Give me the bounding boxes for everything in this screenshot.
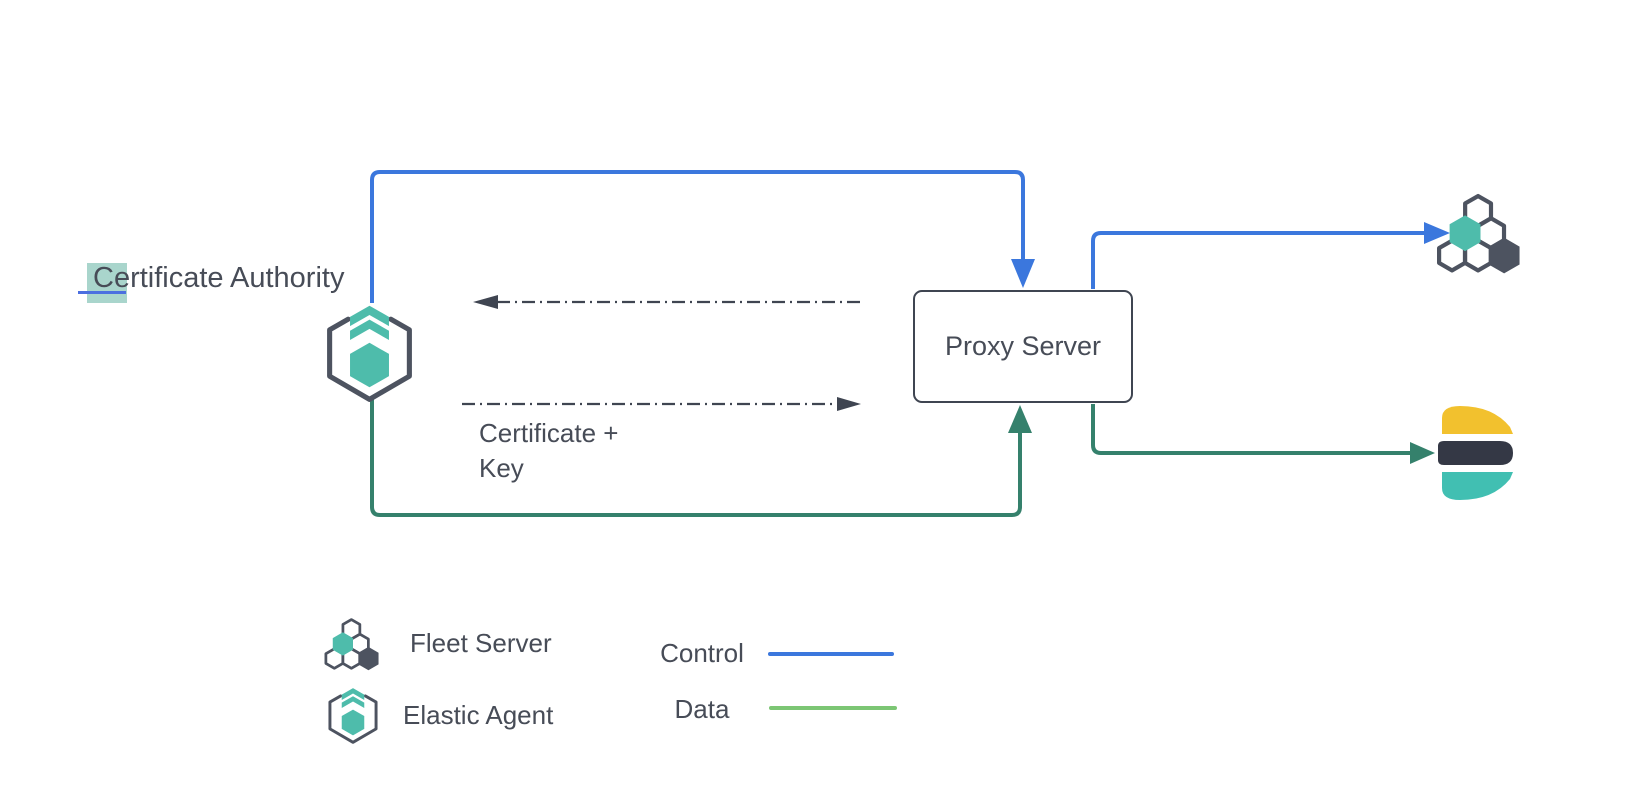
arrowhead-down-icon	[1011, 259, 1035, 288]
arrowhead-left-icon	[473, 295, 498, 309]
control-connector-proxy-to-fleet	[1091, 222, 1450, 289]
text-selection-highlight	[87, 263, 127, 303]
certificate-authority-label[interactable]: Certificate Authority	[93, 262, 345, 294]
legend-data-line-swatch	[769, 706, 897, 710]
certificate-key-line2: Key	[479, 453, 524, 483]
arrowhead-right-icon	[1424, 222, 1450, 244]
proxy-server-box[interactable]: Proxy Server	[913, 290, 1133, 403]
elasticsearch-logo-icon[interactable]	[1432, 402, 1532, 504]
arrowhead-up-icon	[1008, 405, 1032, 433]
data-connector-proxy-to-elasticsearch	[1091, 404, 1435, 464]
arrowhead-right-icon	[837, 397, 861, 411]
control-connector-agent-to-proxy	[370, 170, 1035, 303]
elastic-agent-icon[interactable]	[323, 302, 416, 404]
proxy-server-label: Proxy Server	[944, 331, 1102, 361]
legend-control-label: Control	[660, 638, 744, 668]
dashed-connector-proxy-to-agent	[473, 295, 863, 309]
legend-control-line-swatch	[768, 652, 894, 656]
certificate-key-line1: Certificate +	[479, 418, 619, 448]
legend-elastic-agent-icon	[326, 686, 380, 745]
data-connector-agent-to-proxy	[370, 399, 1032, 517]
legend-fleet-server-label: Fleet Server	[410, 628, 552, 658]
legend-fleet-server-icon	[324, 611, 380, 672]
legend-data-label: Data	[674, 694, 730, 724]
certificate-key-label: Certificate + Key	[479, 416, 618, 486]
dashed-connector-agent-to-proxy	[462, 397, 861, 411]
text-cursor-underline	[78, 291, 126, 294]
legend-elastic-agent-label: Elastic Agent	[403, 700, 554, 730]
arrowhead-right-icon	[1410, 442, 1435, 464]
